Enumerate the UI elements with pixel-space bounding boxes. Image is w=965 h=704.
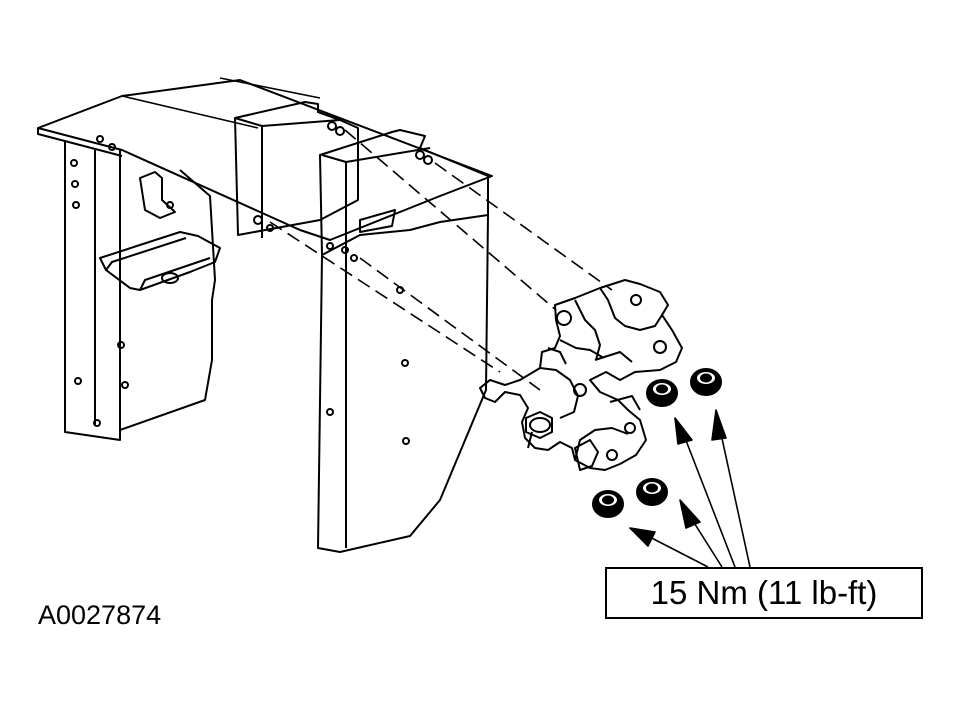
- panel-guide-lines: [121, 77, 321, 129]
- flange-nut-lower-left: [592, 490, 624, 518]
- right-support-panel: [317, 214, 489, 553]
- torque-callout-text: 15 Nm (11 lb-ft): [650, 574, 878, 611]
- figure-id-label: A0027874: [38, 600, 162, 630]
- torque-leader-arrows: [629, 409, 751, 568]
- flange-nut-upper-left: [646, 379, 678, 407]
- left-support-bracket: [64, 140, 221, 441]
- flange-nut-lower-right: [636, 478, 668, 506]
- flange-nut-group: [592, 368, 722, 518]
- top-mounting-panel: [37, 79, 493, 241]
- column-mechanism-assembly: [479, 279, 683, 471]
- torque-callout: 15 Nm (11 lb-ft): [605, 567, 923, 619]
- alignment-guide-lines: [269, 129, 613, 391]
- flange-nut-upper-right: [690, 368, 722, 396]
